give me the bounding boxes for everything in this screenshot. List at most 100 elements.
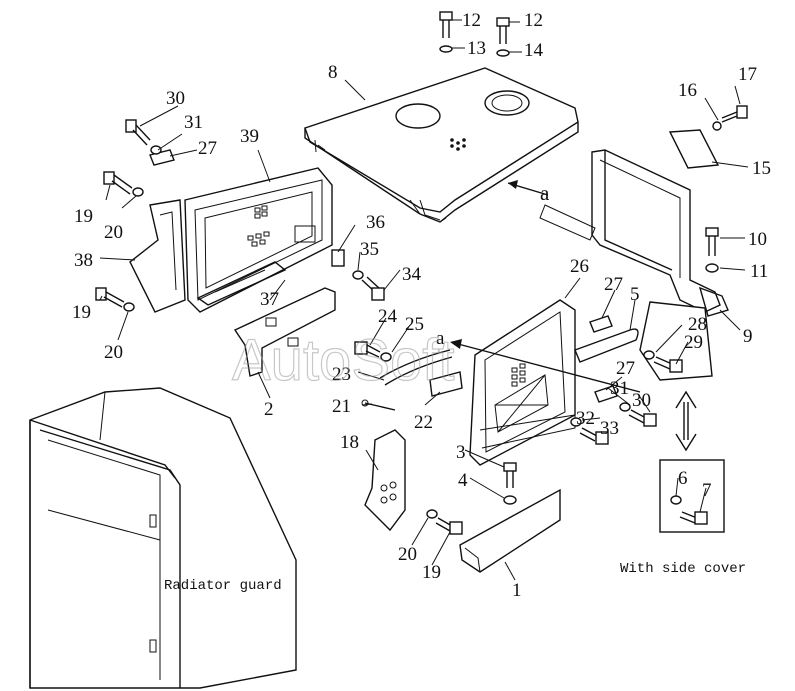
label-23: 23 (332, 364, 351, 385)
label-35: 35 (360, 239, 379, 260)
label-29: 29 (684, 332, 703, 353)
label-12-a: 12 (462, 10, 481, 31)
label-38: 38 (74, 250, 93, 271)
bolt-19-bottom (435, 517, 463, 535)
washer-14 (496, 49, 510, 57)
label-19-bottom: 19 (422, 562, 441, 583)
label-25: 25 (405, 314, 424, 335)
washer-28 (643, 350, 655, 360)
watermark: AutoSoft (232, 328, 454, 393)
handle-23 (379, 349, 453, 386)
view-arrow-a-mid (450, 339, 641, 393)
bolt-7 (679, 511, 708, 525)
washer-11 (705, 263, 719, 273)
washer-16 (712, 121, 722, 131)
washer-31-right (619, 402, 631, 412)
label-20-bottom: 20 (398, 544, 417, 565)
label-28: 28 (688, 314, 707, 335)
bolt-29 (653, 356, 683, 373)
right-panel-holes (511, 363, 526, 387)
bolt-17 (721, 105, 748, 123)
label-30-top: 30 (166, 88, 185, 109)
label-1: 1 (512, 580, 522, 601)
bolt-10 (705, 227, 719, 256)
label-33: 33 (600, 418, 619, 439)
side-cover-plate (639, 301, 713, 381)
clip-36 (331, 249, 345, 267)
washer-13 (439, 45, 453, 53)
label-36: 36 (366, 212, 385, 233)
label-17: 17 (738, 64, 757, 85)
bolt-12-b (496, 17, 510, 44)
label-30-right: 30 (632, 390, 651, 411)
washer-20-upper (132, 187, 144, 197)
label-a-top: a (540, 181, 550, 205)
label-32: 32 (576, 408, 595, 429)
bolt-33 (579, 427, 609, 445)
washer-31-top (150, 145, 162, 155)
bracket-15 (668, 129, 720, 169)
label-24: 24 (378, 306, 398, 327)
label-12-b: 12 (524, 10, 543, 31)
bolt-19-upper (103, 171, 133, 195)
label-5: 5 (630, 284, 640, 305)
bolt-30-right (628, 409, 657, 427)
label-2: 2 (264, 399, 274, 420)
leader-lines (99, 19, 749, 581)
label-20-upper: 20 (104, 222, 123, 243)
bolt-34 (361, 276, 385, 301)
label-27-a: 27 (604, 274, 623, 295)
label-27-top: 27 (198, 138, 217, 159)
label-21: 21 (332, 396, 351, 417)
double-arrow (675, 390, 697, 452)
bolt-30-top (125, 119, 151, 146)
label-20-lower: 20 (104, 342, 123, 363)
plate-1 (459, 488, 561, 573)
radiator-guard (29, 387, 297, 689)
label-9: 9 (743, 326, 753, 347)
washer-6 (670, 495, 682, 505)
bracket-38 (129, 199, 186, 313)
bolt-19-lower (95, 287, 125, 308)
fasteners (95, 11, 748, 535)
washer-25 (380, 352, 392, 362)
label-27-b: 27 (616, 358, 635, 379)
washer-32 (570, 417, 582, 427)
radiator-guard-label: Radiator guard (164, 578, 282, 594)
label-15: 15 (752, 158, 771, 179)
left-panel-holes (247, 205, 270, 247)
washer-20-lower (123, 302, 135, 312)
bolt-3 (503, 462, 517, 488)
bolt-12-a (439, 11, 453, 38)
washer-20-bottom (426, 509, 438, 519)
bolt-24 (354, 341, 381, 358)
label-22: 22 (414, 412, 433, 433)
label-19-lower: 19 (72, 302, 91, 323)
label-34: 34 (402, 264, 422, 285)
clip-27-a (589, 315, 613, 333)
label-26: 26 (570, 256, 589, 277)
label-13: 13 (467, 38, 486, 59)
rear-frame (539, 149, 729, 317)
hinge-18 (364, 429, 406, 532)
label-4: 4 (458, 470, 468, 491)
lock-22 (429, 371, 463, 397)
view-arrow-a-top (507, 180, 549, 196)
label-14: 14 (524, 40, 544, 61)
side-cover-inset-box (659, 459, 725, 533)
bracket-2 (233, 287, 336, 377)
label-8: 8 (328, 62, 338, 83)
hood-cover (304, 67, 579, 223)
label-11: 11 (750, 261, 768, 282)
label-3: 3 (456, 442, 466, 463)
label-18: 18 (340, 432, 359, 453)
label-31-top: 31 (184, 112, 203, 133)
label-16: 16 (678, 80, 697, 101)
label-a-mid: a (436, 328, 445, 349)
label-10: 10 (748, 229, 767, 250)
label-39: 39 (240, 126, 259, 147)
with-side-cover-label: With side cover (620, 561, 746, 577)
label-6: 6 (678, 468, 688, 489)
